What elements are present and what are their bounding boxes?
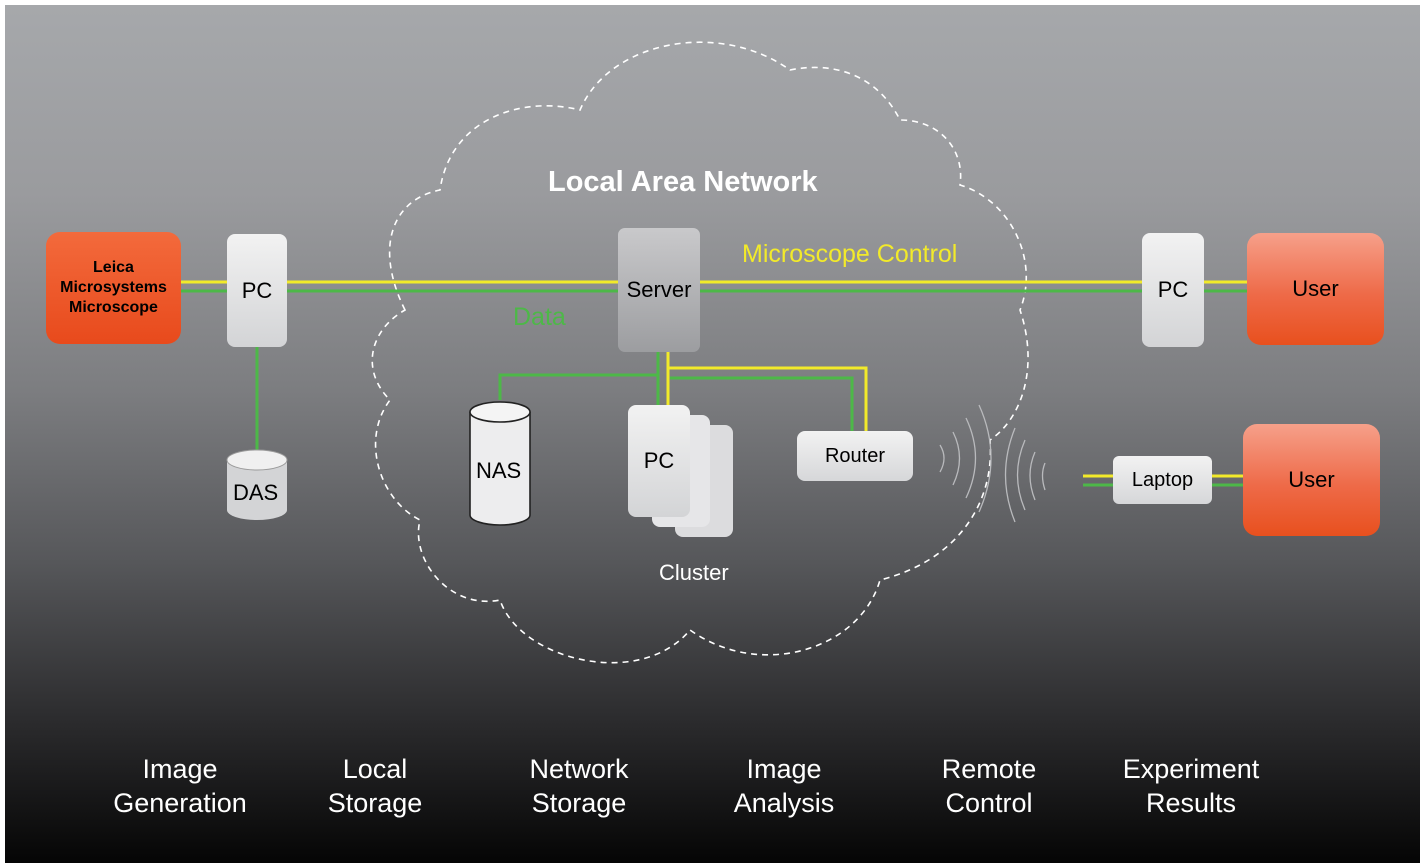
stage-label-image-generation: Image Generation xyxy=(80,752,280,820)
stage-label-line: Results xyxy=(1145,788,1237,818)
stage-label-line: Control xyxy=(945,788,1033,818)
pc-right-label: PC xyxy=(1157,277,1189,302)
das-cylinder-icon xyxy=(226,449,288,520)
wireless-signal-icon xyxy=(939,404,1046,523)
stage-label-line: Network xyxy=(529,754,629,784)
das-label: DAS xyxy=(233,480,279,505)
stage-label-line: Storage xyxy=(327,788,423,818)
microscope-label-line-3: Microscope xyxy=(69,299,158,316)
control-link-label: Microscope Control xyxy=(742,240,958,268)
stage-label-line: Image xyxy=(746,754,822,784)
user-top-node: User xyxy=(1247,233,1384,345)
stage-label-line: Image xyxy=(142,754,218,784)
laptop-node: Laptop xyxy=(1113,456,1212,504)
stage-label-line: Storage xyxy=(531,788,627,818)
stage-label-line: Remote xyxy=(941,754,1037,784)
server-router-control xyxy=(666,352,868,432)
microscope-label-line-2: Microsystems xyxy=(60,279,167,296)
lan-cloud-outline xyxy=(371,41,1029,664)
server-nas-link xyxy=(498,352,660,400)
stage-label-local-storage: Local Storage xyxy=(275,752,475,820)
cluster-pc-node: PC xyxy=(628,405,690,517)
user-bottom-label: User xyxy=(1288,467,1335,492)
server-label: Server xyxy=(626,277,692,302)
network-title: Local Area Network xyxy=(548,166,818,198)
nas-cylinder-icon xyxy=(469,401,531,526)
router-label: Router xyxy=(824,444,886,467)
laptop-label: Laptop xyxy=(1131,468,1194,491)
nas-label: NAS xyxy=(476,458,522,483)
stage-label-network-storage: Network Storage xyxy=(479,752,679,820)
pc-left-node: PC xyxy=(227,234,287,347)
microscope-node: Leica Microsystems Microscope xyxy=(46,232,181,344)
stage-label-line: Generation xyxy=(113,788,247,818)
user-top-label: User xyxy=(1292,276,1339,301)
stage-label-line: Analysis xyxy=(733,788,835,818)
server-router-data xyxy=(670,376,854,432)
stage-label-remote-control: Remote Control xyxy=(889,752,1089,820)
microscope-label-line-1: Leica xyxy=(93,259,134,276)
data-link-label: Data xyxy=(513,303,566,331)
stage-label-line: Experiment xyxy=(1122,754,1260,784)
cluster-pc-label: PC xyxy=(643,448,675,473)
stage-label-line: Local xyxy=(342,754,408,784)
stage-label-experiment-results: Experiment Results xyxy=(1091,752,1291,820)
pc-left-label: PC xyxy=(241,277,273,303)
pc-right-node: PC xyxy=(1142,233,1204,347)
router-node: Router xyxy=(797,431,913,481)
stage-label-image-analysis: Image Analysis xyxy=(684,752,884,820)
user-bottom-node: User xyxy=(1243,424,1380,536)
server-node: Server xyxy=(618,228,700,352)
cluster-label: Cluster xyxy=(659,560,729,585)
